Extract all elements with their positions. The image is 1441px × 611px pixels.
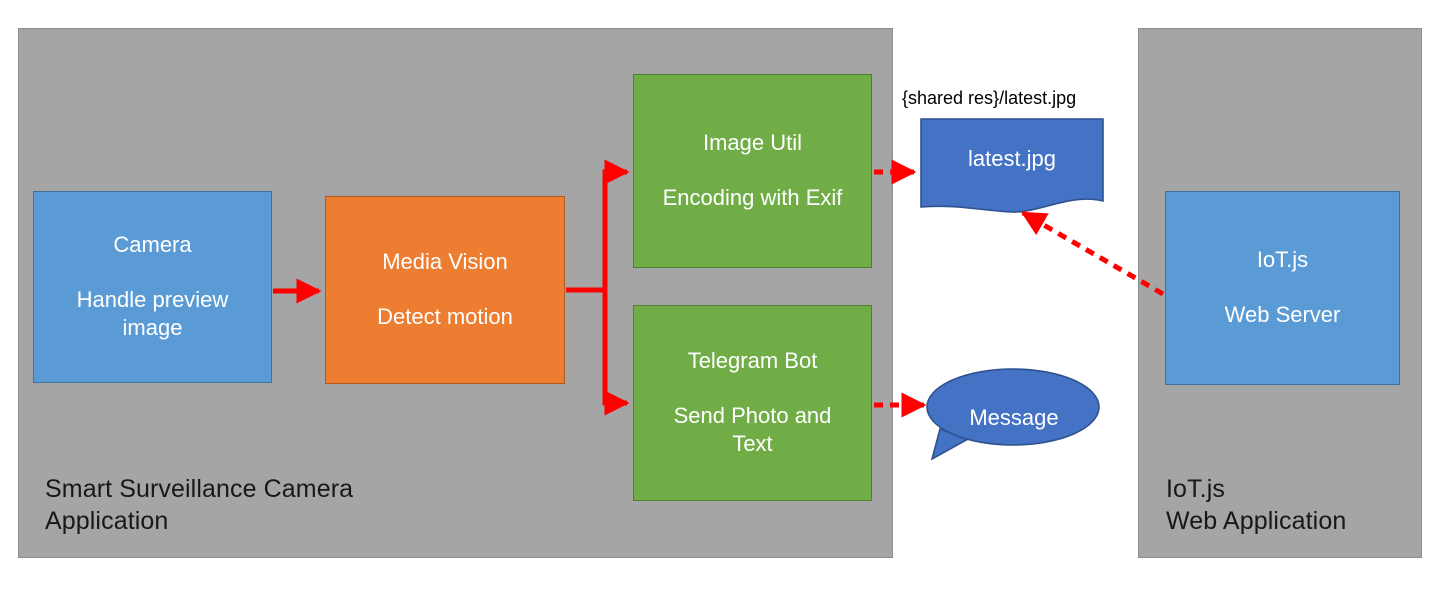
node-media-vision-title: Media Vision [382, 249, 508, 275]
node-telegram-bot-title: Telegram Bot [687, 348, 818, 374]
node-iot-js-title: IoT.js [1256, 247, 1309, 273]
edge-label-shared-res-path: {shared res}/latest.jpg [902, 88, 1077, 108]
node-camera[interactable]: Camera Handle preview image [33, 191, 272, 383]
node-camera-subtitle: Handle preview image [76, 286, 229, 341]
node-telegram-bot[interactable]: Telegram Bot Send Photo and Text [633, 305, 872, 501]
node-image-util[interactable]: Image Util Encoding with Exif [633, 74, 872, 268]
node-iot-js-subtitle: Web Server [1224, 302, 1341, 327]
artifact-latest-jpg[interactable]: latest.jpg [920, 118, 1104, 218]
node-image-util-title: Image Util [702, 130, 803, 156]
node-image-util-subtitle: Encoding with Exif [662, 185, 843, 210]
node-media-vision-subtitle: Detect motion [377, 304, 513, 329]
node-camera-title: Camera [113, 232, 192, 258]
artifact-message[interactable]: Message [924, 365, 1104, 460]
node-iot-js[interactable]: IoT.js Web Server [1165, 191, 1400, 385]
node-telegram-bot-subtitle: Send Photo and Text [673, 402, 832, 457]
panel-label-web-application: IoT.js Web Application [1166, 475, 1347, 535]
panel-label-application: Smart Surveillance Camera Application [45, 475, 354, 535]
node-media-vision[interactable]: Media Vision Detect motion [325, 196, 565, 384]
